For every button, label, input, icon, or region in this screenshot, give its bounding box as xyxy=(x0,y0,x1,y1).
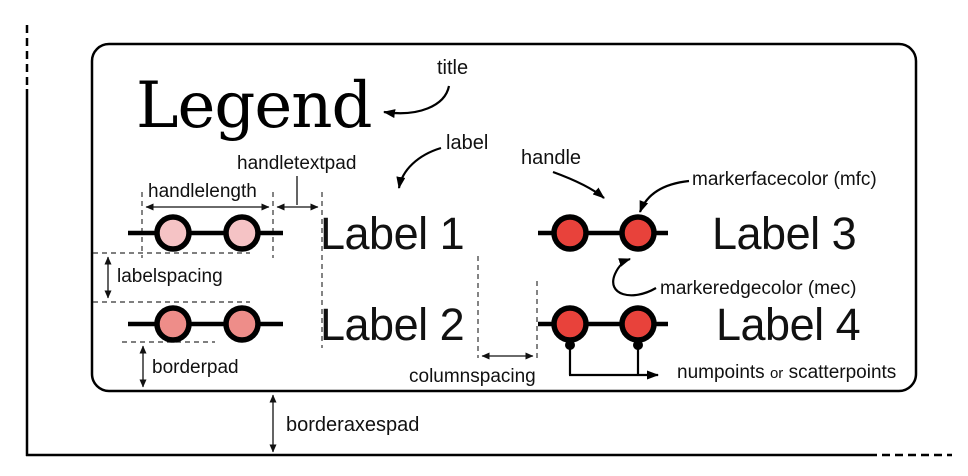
legend-frame xyxy=(90,42,918,393)
numpoints-dot-b xyxy=(633,340,643,350)
marker-label2-b xyxy=(223,305,261,343)
markerfacecolor-annotation: markerfacecolor (mfc) xyxy=(692,169,877,190)
marker-label2-a xyxy=(154,305,192,343)
legend-entry-label-3: Label 3 xyxy=(712,208,857,259)
label-annotation: label xyxy=(446,132,489,154)
numpoints-label: numpoints or scatterpoints xyxy=(677,363,896,382)
dimension-arrows xyxy=(104,176,534,453)
markeredgecolor-arrow xyxy=(612,257,657,297)
marker-label4-a xyxy=(551,305,589,343)
or-word: or xyxy=(769,365,784,382)
legend-entry-label-2: Label 2 xyxy=(320,299,465,350)
marker-label1-a xyxy=(154,214,192,252)
marker-label3-a xyxy=(551,214,589,252)
labelspacing-label: labelspacing xyxy=(117,266,223,287)
label-arrow xyxy=(396,146,442,189)
markerfacecolor-arrow xyxy=(638,179,690,213)
handletextpad-label: handletextpad xyxy=(237,153,357,174)
legend-entry-label-1: Label 1 xyxy=(320,208,465,259)
legend-entry-label-4: Label 4 xyxy=(716,299,861,350)
scatterpoints-word: scatterpoints xyxy=(788,362,897,383)
legend-markers xyxy=(154,214,657,343)
columnspacing-label: columnspacing xyxy=(409,366,536,387)
numpoints-drop-lines xyxy=(568,347,640,375)
borderaxespad-label: borderaxespad xyxy=(286,414,420,436)
handlelength-label: handlelength xyxy=(148,181,257,202)
borderpad-label: borderpad xyxy=(152,357,239,378)
handle-arrow xyxy=(552,170,605,199)
callout-arrows xyxy=(383,85,690,297)
title-annotation: title xyxy=(437,57,469,79)
marker-label1-b xyxy=(223,214,261,252)
marker-label4-b xyxy=(619,305,657,343)
title-arrow xyxy=(383,85,451,119)
handle-annotation: handle xyxy=(521,147,582,169)
legend-title: Legend xyxy=(136,69,372,143)
numpoints-word: numpoints xyxy=(677,362,765,383)
marker-label3-b xyxy=(619,214,657,252)
markeredgecolor-annotation: markeredgecolor (mec) xyxy=(660,278,857,299)
numpoints-pointer xyxy=(565,340,659,380)
numpoints-dot-a xyxy=(565,340,575,350)
